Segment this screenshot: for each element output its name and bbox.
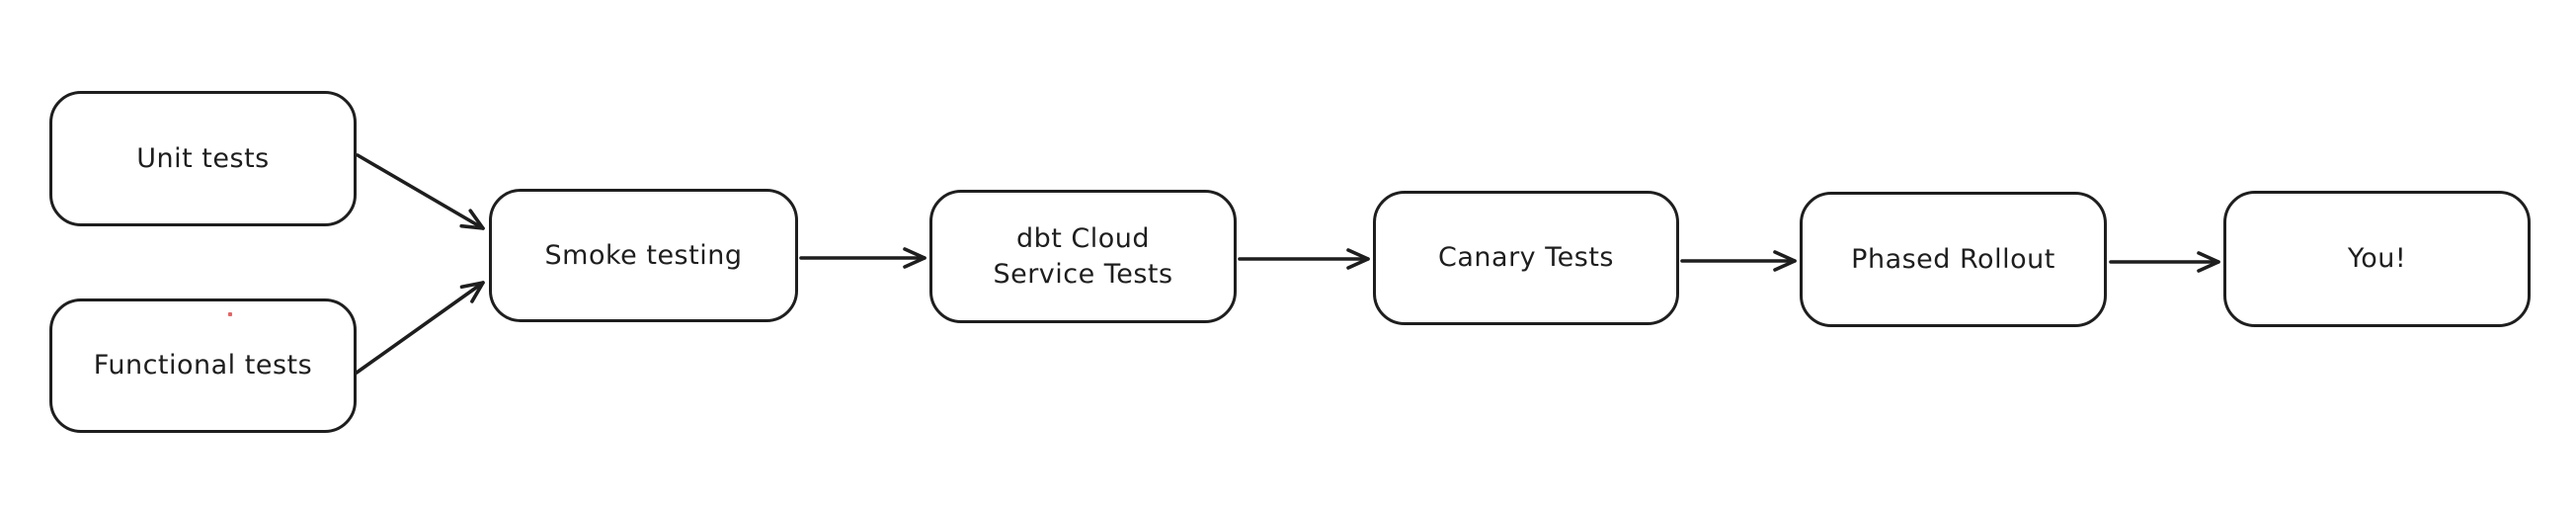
node-dbt-cloud-service-tests: dbt Cloud Service Tests — [929, 190, 1237, 323]
node-smoke-testing: Smoke testing — [489, 189, 798, 322]
node-unit-tests-label: Unit tests — [136, 142, 270, 174]
node-functional-tests-label: Functional tests — [93, 350, 313, 382]
edge-functional-tests-to-smoke-testing — [355, 281, 485, 375]
node-you-label: You! — [2347, 243, 2407, 275]
node-you: You! — [2223, 191, 2531, 327]
node-functional-tests: Functional tests — [49, 298, 357, 433]
node-canary-tests: Canary Tests — [1373, 191, 1679, 325]
node-phased-rollout: Phased Rollout — [1800, 192, 2107, 327]
node-canary-tests-label: Canary Tests — [1438, 242, 1614, 274]
node-unit-tests: Unit tests — [49, 91, 357, 226]
edge-unit-tests-to-smoke-testing — [356, 153, 485, 230]
node-dbt-cloud-service-tests-label: dbt Cloud Service Tests — [993, 223, 1173, 290]
node-smoke-testing-label: Smoke testing — [544, 239, 743, 271]
node-phased-rollout-label: Phased Rollout — [1851, 243, 2055, 275]
red-dot-artifact — [228, 312, 232, 316]
